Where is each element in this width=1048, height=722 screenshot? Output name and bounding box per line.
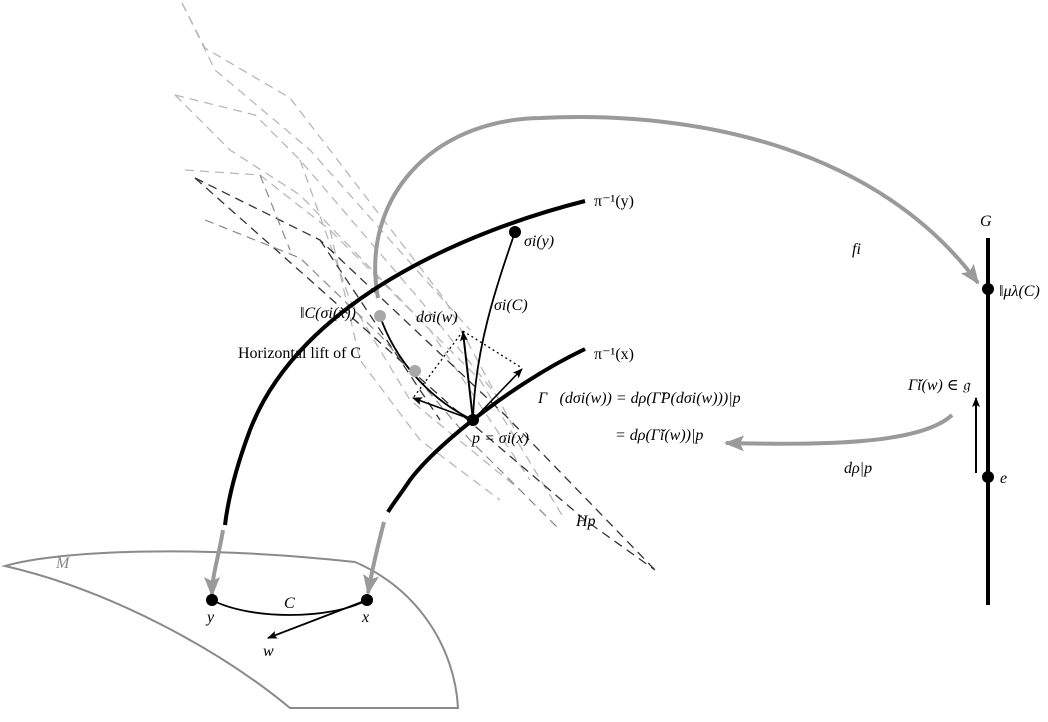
label-transport: ‖C(σi(x)) xyxy=(300,305,356,322)
horizontal-plane-Hp xyxy=(194,177,656,571)
label-f-i: fi xyxy=(852,241,861,258)
curve-sigma-C xyxy=(472,231,516,421)
curve-horizontal-lift xyxy=(379,315,474,421)
label-H-p: Hp xyxy=(575,513,596,530)
arrow-f-i xyxy=(373,115,980,299)
point-lift-mid xyxy=(409,365,421,377)
label-x: x xyxy=(361,609,369,626)
point-y xyxy=(206,594,218,606)
arrow-d-rho xyxy=(724,413,954,452)
label-sigma-C: σi(C) xyxy=(494,297,528,314)
label-gamma-line2: = dρ(Γ̌i(w))|p xyxy=(615,427,703,444)
point-p xyxy=(467,414,479,426)
label-M: M xyxy=(55,555,71,572)
point-x xyxy=(361,594,373,606)
label-d-rho: dρ|p xyxy=(844,460,872,477)
label-holonomy: ‖μλ(C) xyxy=(999,283,1040,300)
dashed-planes-mid xyxy=(204,174,561,531)
dotted-parallelogram xyxy=(412,330,523,399)
fiber-y xyxy=(223,199,586,526)
label-gamma-line1: Γ⃗(dσi(w)) = dρ(Γ̌P(dσi(w)))|p xyxy=(537,390,741,407)
vector-horizontal xyxy=(412,397,474,421)
label-sigma-y: σi(y) xyxy=(524,233,554,250)
manifold-M xyxy=(1,550,460,709)
fiber-x xyxy=(386,347,586,514)
vector-w xyxy=(267,599,368,639)
dashed-planes-light xyxy=(174,2,566,521)
label-horizontal-lift: Horizontal lift of C xyxy=(238,345,361,362)
label-p-eq: p = σi(x) xyxy=(471,430,529,447)
point-holonomy xyxy=(982,283,994,295)
label-y: y xyxy=(205,609,215,626)
projection-arrow-y xyxy=(204,529,225,597)
vector-d-sigma-w xyxy=(460,331,474,421)
vector-vertical xyxy=(472,368,523,421)
point-sigma-y xyxy=(509,226,521,238)
label-d-sigma-w: dσi(w) xyxy=(416,309,458,326)
point-transport xyxy=(374,310,386,322)
label-w: w xyxy=(263,643,274,660)
label-gamma-check: Γ̌i(w) ∈ 𝔤 xyxy=(907,377,972,394)
label-fiber-x: π⁻¹(x) xyxy=(594,346,634,363)
label-fiber-y: π⁻¹(y) xyxy=(594,193,634,210)
label-C: C xyxy=(284,595,295,612)
label-G: G xyxy=(980,213,992,230)
label-e: e xyxy=(1000,470,1007,487)
point-e xyxy=(982,471,994,483)
projection-arrow-x xyxy=(363,521,386,595)
